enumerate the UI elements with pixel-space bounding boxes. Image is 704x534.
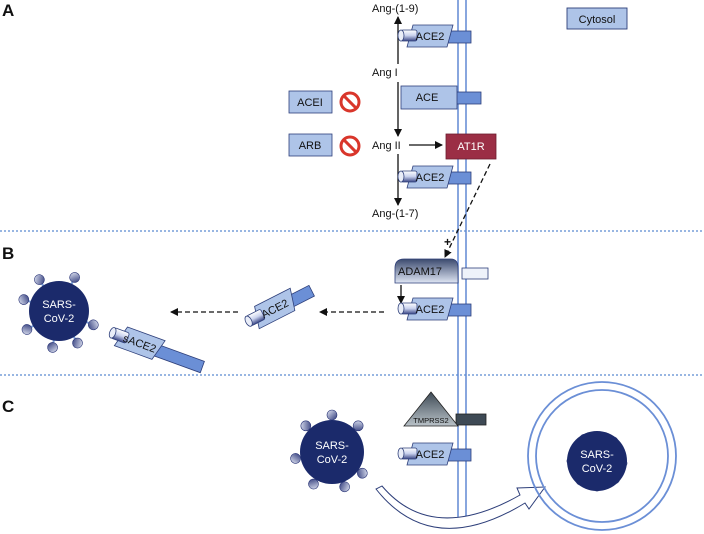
svg-text:ACE2: ACE2 [416,31,445,43]
ace-receptor: ACE [400,85,482,110]
tmprss2-protease: TMPRSS2 [403,391,487,427]
ace2-receptor-top: ACE2 [397,24,472,48]
svg-text:ACE2: ACE2 [416,304,445,316]
svg-text:ACE: ACE [416,92,439,104]
no-entry-icon [339,135,361,157]
ace2-receptor-bound: ACE2 [397,297,472,321]
adam17-enzyme: ADAM17 [394,258,489,284]
svg-text:SARS-: SARS- [315,440,349,452]
panel-letter-c: C [2,397,14,416]
ang17-label: Ang-(1-7) [372,208,418,220]
curved-arrow-icon [375,485,547,529]
cytosol-box [566,7,628,30]
ace2-receptor-viral-entry: ACE2 [397,442,472,466]
at1r-to-adam17-arrow [444,163,491,258]
ang19-label: Ang-(1-9) [372,3,418,15]
sars-cov-2-virus-internalized: SARS- CoV-2 [566,431,629,492]
svg-text:ARB: ARB [299,140,322,152]
sars-cov-2-virus-b: SARS- CoV-2 [16,269,101,355]
svg-text:SARS-: SARS- [42,299,76,311]
at1r-receptor: AT1R [445,133,497,160]
svg-text:AT1R: AT1R [457,141,484,153]
svg-text:CoV-2: CoV-2 [582,463,613,475]
svg-text:ADAM17: ADAM17 [398,266,442,278]
no-entry-icon [339,91,361,113]
endosome-vesicle [527,381,677,531]
ace2-shed-free: ACE2 [240,279,317,334]
svg-text:CoV-2: CoV-2 [44,313,75,325]
ace2-receptor-middle: ACE2 [397,165,472,189]
sars-cov-2-virus-c: SARS- CoV-2 [288,409,371,495]
ang1-label: Ang I [372,67,398,79]
ang2-label: Ang II [372,140,401,152]
cytosol-label: Cytosol [579,14,616,26]
svg-text:ACEI: ACEI [297,97,323,109]
sace2-receptor: sACE2 [108,326,205,374]
panel-letter-b: B [2,244,14,263]
plus-sign: + [444,235,451,249]
svg-text:ACE2: ACE2 [416,449,445,461]
arb-box: ARB [288,133,333,157]
svg-text:ACE2: ACE2 [416,172,445,184]
svg-text:CoV-2: CoV-2 [317,454,348,466]
acei-box: ACEI [288,90,333,114]
svg-text:SARS-: SARS- [580,449,614,461]
panel-letter-a: A [2,1,14,20]
svg-text:TMPRSS2: TMPRSS2 [413,416,448,425]
cell-membrane [457,0,467,519]
